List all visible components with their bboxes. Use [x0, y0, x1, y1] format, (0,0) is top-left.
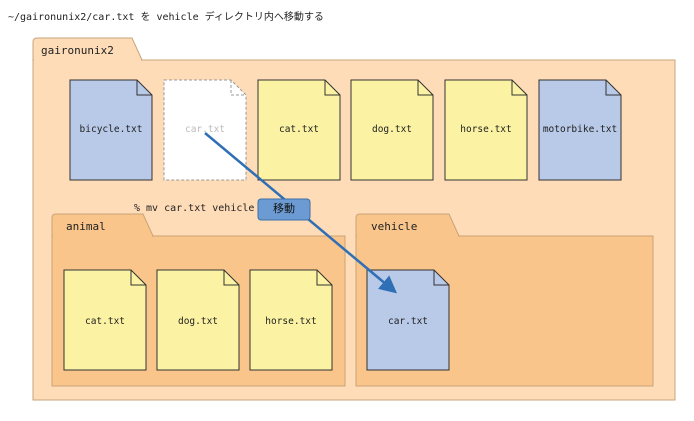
file-name: cat.txt: [278, 124, 320, 135]
root-file-cat[interactable]: [257, 79, 341, 181]
file-name: car.txt: [184, 124, 226, 135]
vehicle-file-car[interactable]: [366, 269, 450, 371]
move-label-box: [257, 198, 311, 221]
root-file-label-bicycle: bicycle.txt: [70, 124, 152, 135]
file-name: motorbike.txt: [542, 124, 618, 135]
animal-file-label-dog: dog.txt: [157, 316, 239, 327]
root-file-car-ghost: [163, 79, 247, 181]
root-file-label-dog: dog.txt: [351, 124, 433, 135]
file-name: dog.txt: [371, 124, 413, 135]
root-file-dog[interactable]: [350, 79, 434, 181]
root-file-bicycle[interactable]: [69, 79, 153, 181]
vehicle-file-label-car: car.txt: [367, 316, 449, 327]
vehicle-folder-name: vehicle: [371, 220, 418, 233]
root-file-horse[interactable]: [444, 79, 528, 181]
root-file-label-car-ghost: car.txt: [164, 124, 246, 135]
root-file-label-cat: cat.txt: [258, 124, 340, 135]
root-folder-name: gaironunix2: [41, 44, 114, 57]
file-name: car.txt: [387, 316, 429, 327]
root-file-label-horse: horse.txt: [445, 124, 527, 135]
file-name: bicycle.txt: [79, 124, 143, 135]
animal-file-cat[interactable]: [63, 269, 147, 371]
animal-file-horse[interactable]: [249, 269, 333, 371]
animal-file-label-horse: horse.txt: [250, 316, 332, 327]
file-name: horse.txt: [460, 124, 512, 135]
file-name: cat.txt: [84, 316, 126, 327]
file-name: horse.txt: [265, 316, 317, 327]
file-name: dog.txt: [177, 316, 219, 327]
animal-file-dog[interactable]: [156, 269, 240, 371]
animal-folder-name: animal: [66, 220, 106, 233]
root-file-motorbike[interactable]: [538, 79, 622, 181]
command-text: % mv car.txt vehicle: [134, 203, 255, 214]
move-label: 移動: [273, 202, 295, 215]
root-file-label-motorbike: motorbike.txt: [539, 124, 621, 135]
page-title: ~/gaironunix2/car.txt を vehicle ディレクトリ内へ…: [8, 12, 324, 23]
animal-file-label-cat: cat.txt: [64, 316, 146, 327]
